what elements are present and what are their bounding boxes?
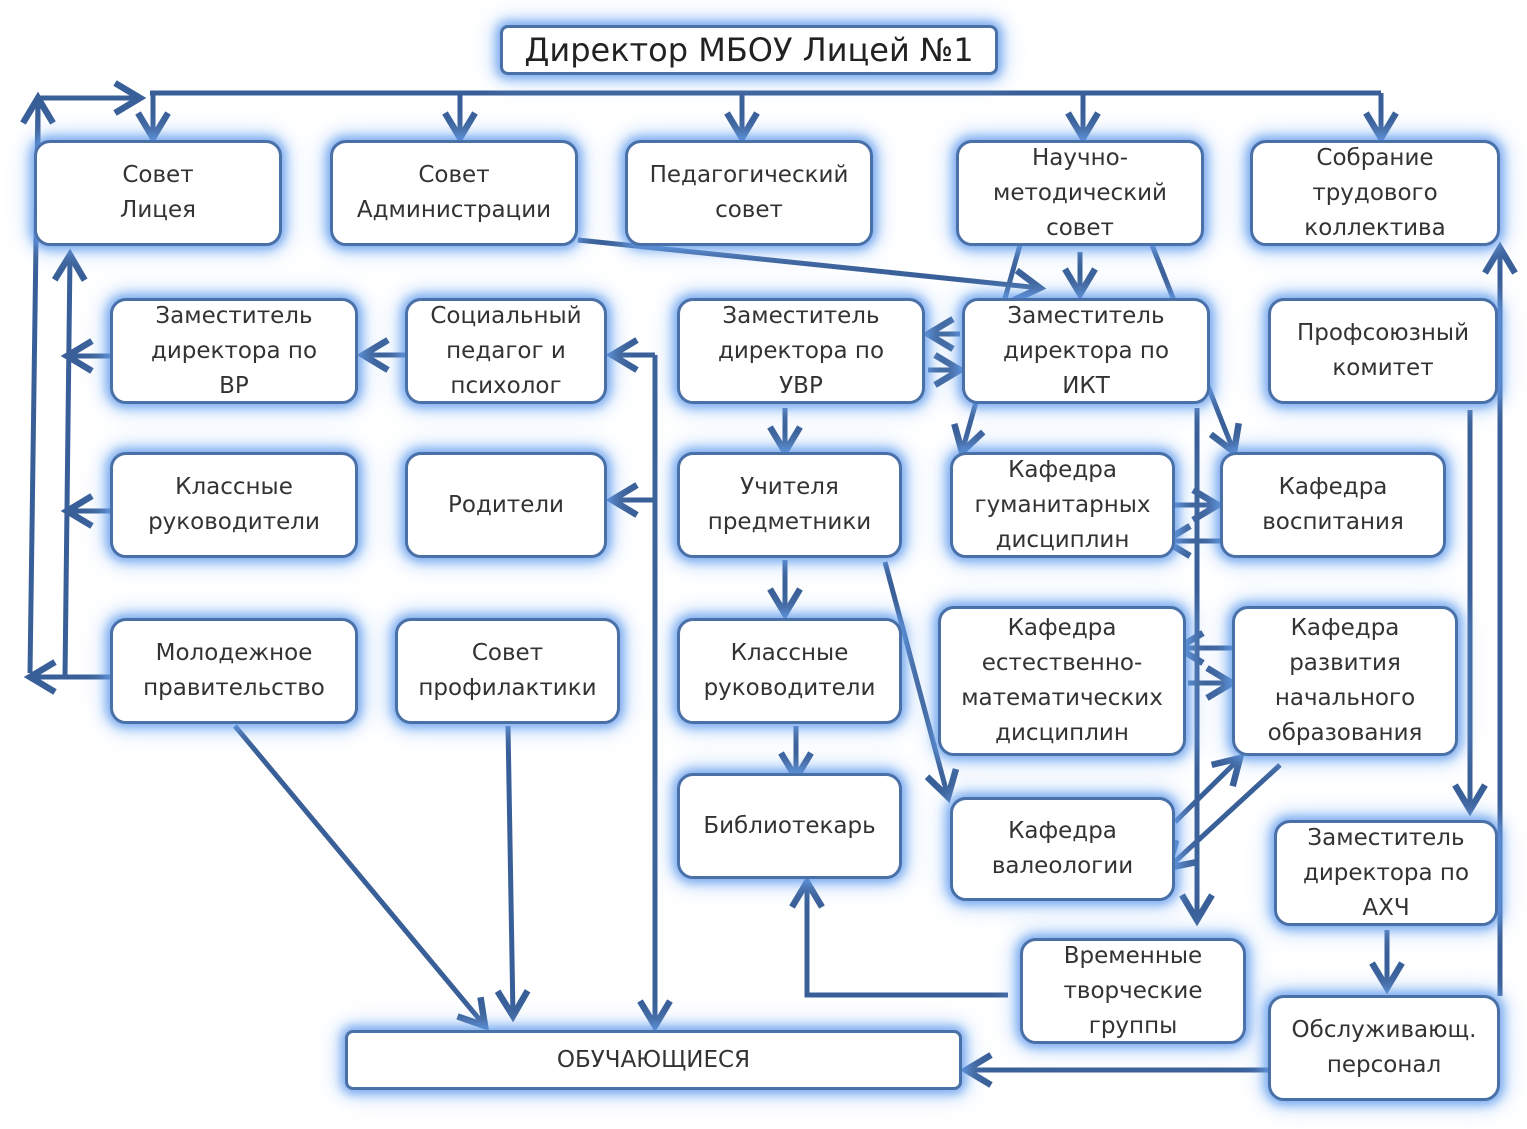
sovet-prof-box: Совет профилактики [395,618,620,724]
arrow-valeo-to-nach [1173,753,1245,824]
klass-ruk-2-label: Классные руководители [703,640,876,701]
arrow-nach-to-valeo [1163,763,1282,873]
zam-ikt-box: Заместитель директора по ИКТ [962,298,1210,404]
zam-ahch-label: Заместитель директора по АХЧ [1302,824,1470,921]
molod-prav-label: Молодежное правительство [143,640,325,701]
obuchayushiesya-label: ОБУЧАЮЩИЕСЯ [556,1046,751,1073]
arrow-molod-to-obuch [233,724,490,1031]
soc-pedagog-label: Социальный педагог и психолог [430,302,582,399]
sovet-admin-box: Совет Администрации [330,140,578,246]
obsluzh-box: Обслуживающ. персонал [1268,995,1500,1101]
kaf-valeo-box: Кафедра валеологии [950,797,1175,901]
arrow-vrem-to-bibl [789,875,1008,998]
profkom-label: Профсоюзный комитет [1296,320,1470,381]
sovet-prof-label: Совет профилактики [418,640,597,701]
bibliotekar-label: Библиотекарь [703,812,876,839]
sobranie-box: Собрание трудового коллектива [1250,140,1500,246]
kaf-valeo-label: Кафедра валеологии [991,818,1134,879]
kaf-gum-box: Кафедра гуманитарных дисциплин [950,452,1175,558]
profkom-box: Профсоюзный комитет [1268,298,1498,404]
klass-ruk-2-box: Классные руководители [677,618,902,724]
zam-ahch-box: Заместитель директора по АХЧ [1274,820,1498,926]
kaf-estmat-box: Кафедра естественно- математических дисц… [938,606,1186,756]
soc-pedagog-box: Социальный педагог и психолог [405,298,607,404]
ped-sovet-label: Педагогический совет [649,162,849,223]
vrem-gruppy-label: Временные творческие группы [1063,942,1203,1039]
kaf-gum-label: Кафедра гуманитарных дисциплин [974,456,1151,553]
director-box: Директор МБОУ Лицей №1 [500,25,998,75]
kaf-nach-box: Кафедра развития начального образования [1232,606,1458,756]
zam-uvr-box: Заместитель директора по УВР [677,298,925,404]
kaf-nach-label: Кафедра развития начального образования [1267,615,1423,746]
director-label: Директор МБОУ Лицей №1 [524,30,974,69]
klass-ruk-1-box: Классные руководители [110,452,358,558]
kaf-vosp-label: Кафедра воспитания [1262,474,1404,535]
arrow-admin-to-ikt [577,237,1047,304]
zam-vr-label: Заместитель директора по ВР [150,302,318,399]
obsluzh-label: Обслуживающ. персонал [1291,1017,1477,1078]
kaf-vosp-box: Кафедра воспитания [1220,452,1446,558]
sobranie-label: Собрание трудового коллектива [1304,144,1446,241]
sovet-liceya-label: Совет Лицея [120,162,196,223]
zam-uvr-label: Заместитель директора по УВР [717,302,885,399]
roditeli-label: Родители [448,491,564,518]
zam-ikt-label: Заместитель директора по ИКТ [1002,302,1170,399]
kaf-estmat-label: Кафедра естественно- математических дисц… [961,615,1163,746]
nauch-sovet-label: Научно- методический совет [993,144,1167,241]
zam-vr-box: Заместитель директора по ВР [110,298,358,404]
ped-sovet-box: Педагогический совет [625,140,873,246]
arrow-sovprof-to-obuch [494,725,531,1023]
nauch-sovet-box: Научно- методический совет [956,140,1204,246]
roditeli-box: Родители [405,452,607,558]
klass-ruk-1-label: Классные руководители [148,474,320,535]
sovet-liceya-box: Совет Лицея [34,140,282,246]
uchitelya-label: Учителя предметники [707,474,872,535]
uchitelya-box: Учителя предметники [677,452,902,558]
obuchayushiesya-box: ОБУЧАЮЩИЕСЯ [345,1030,962,1090]
arrow-uchitelya-to-valeo [882,561,960,804]
molod-prav-box: Молодежное правительство [110,618,358,724]
sovet-admin-label: Совет Администрации [356,162,552,223]
left-inner-spine [51,248,88,678]
bibliotekar-box: Библиотекарь [677,773,902,879]
vrem-gruppy-box: Временные творческие группы [1020,938,1246,1044]
